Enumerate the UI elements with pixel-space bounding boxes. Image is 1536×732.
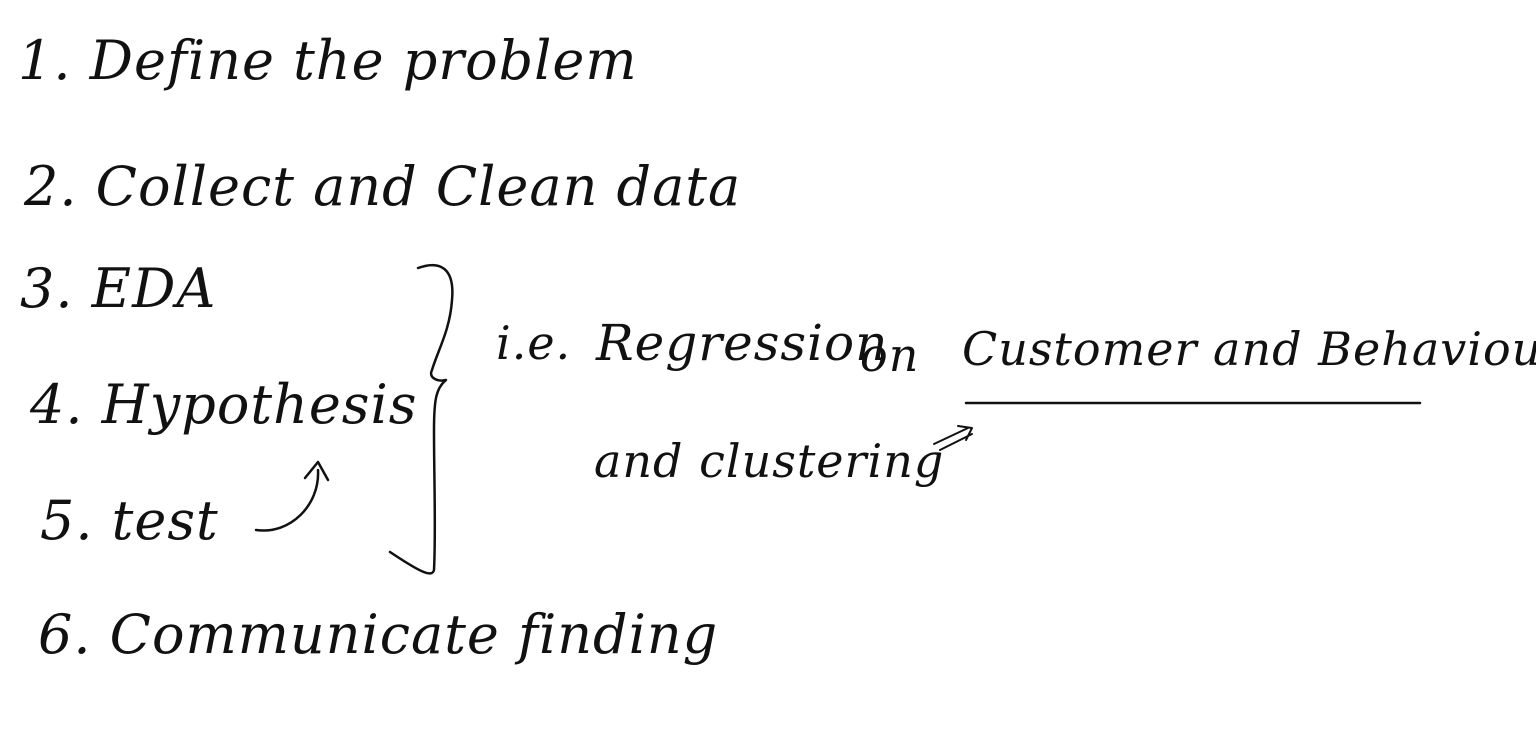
step-eda: 3. EDA [20,257,217,320]
annotation-prefix: i.e. [496,316,572,370]
step-communicate-finding: 6. Communicate finding [38,603,719,666]
annotation-target: Customer and Behaviour [962,322,1536,376]
step-test: 5. test [40,489,219,552]
arrowhead-hypothesis [303,460,330,482]
curly-brace [388,263,454,575]
implies-arrow [933,425,973,451]
step-hypothesis: 4. Hypothesis [30,373,418,436]
step-define-problem: 1. Define the problem [18,29,638,92]
annotation-method: Regression [596,314,889,372]
annotation-connector: on [860,328,920,382]
annotation-line2: and clustering [594,434,945,488]
step-collect-clean-data: 2. Collect and Clean data [24,155,742,218]
curved-arrow-test-to-hypothesis [254,468,320,532]
